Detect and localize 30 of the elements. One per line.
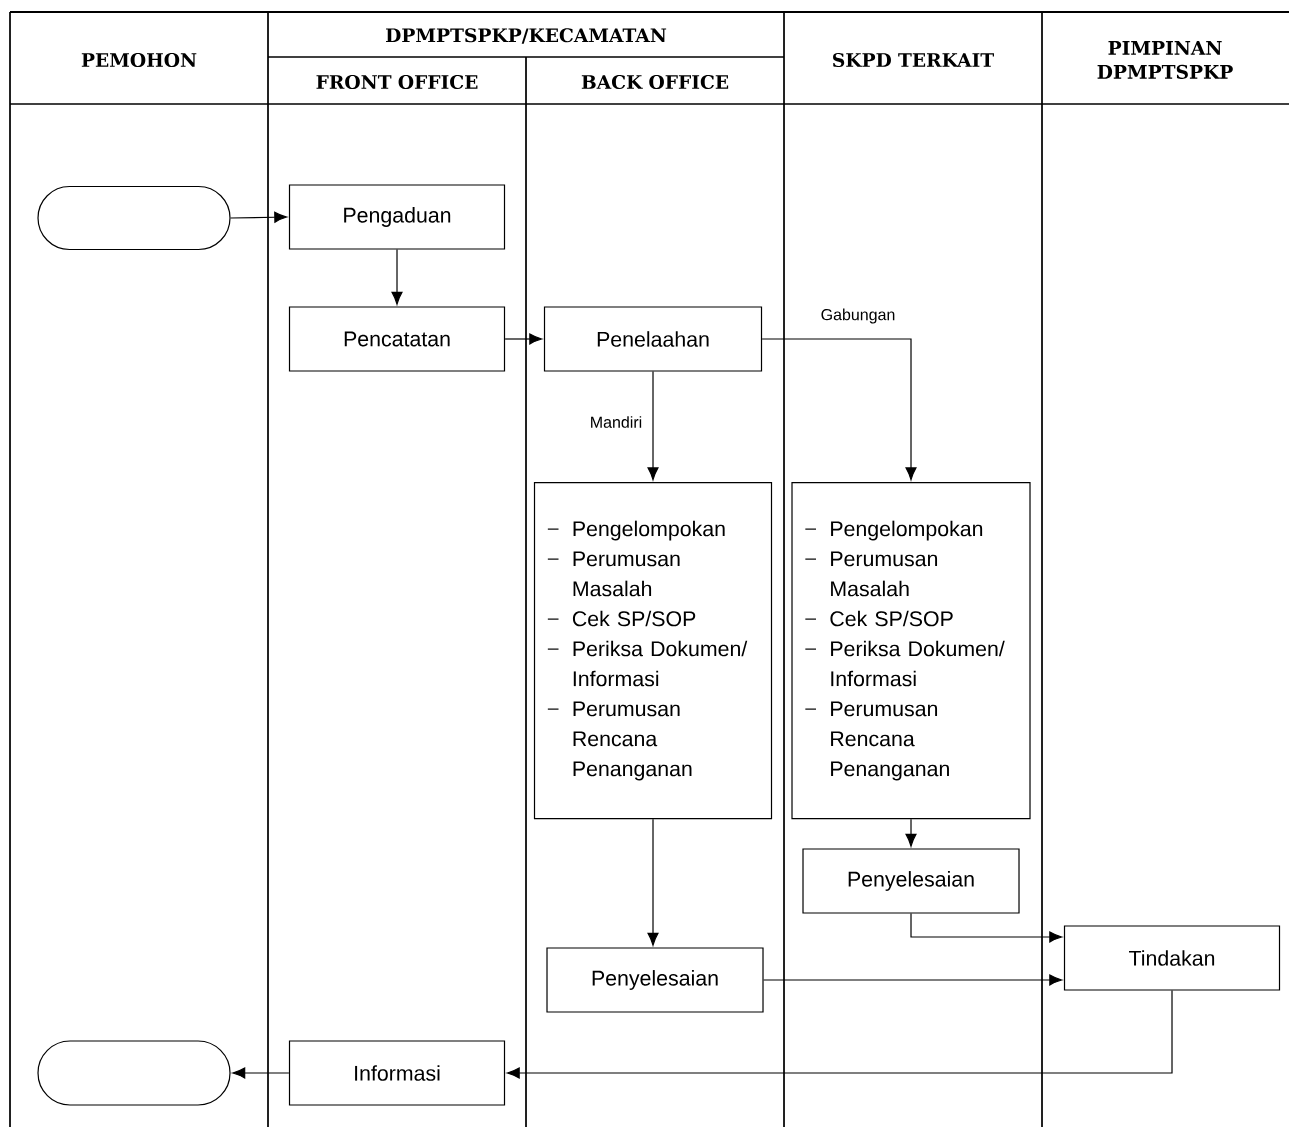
process-box: Penelaahan <box>543 306 763 372</box>
column-header: DPMPTSPKP/KECAMATAN <box>386 28 667 44</box>
process-box: Penyelesaian <box>546 947 764 1013</box>
arrow <box>232 1067 290 1079</box>
process-box: Tindakan <box>1063 925 1281 991</box>
process-box: Pencatatan <box>288 306 506 372</box>
list-box: Pengelompokan Perumusan Masalah Cek SP/SOP Periksa Dokumen/ Informasi Perumusan Rencana Penanganan <box>791 482 1031 820</box>
arrow <box>647 371 659 481</box>
arrow <box>905 818 917 847</box>
arrow <box>910 913 1063 943</box>
terminator-shape <box>37 185 231 251</box>
arrow <box>647 818 659 946</box>
arrow <box>391 249 403 305</box>
process-box: Informasi <box>288 1040 506 1106</box>
terminator-shape <box>37 1040 231 1106</box>
edge-label: Mandiri <box>588 414 644 430</box>
column-header: BACK OFFICE <box>581 74 729 90</box>
arrow <box>761 338 917 481</box>
column-header: FRONT OFFICE <box>316 74 478 90</box>
arrow <box>504 333 543 345</box>
edge-label: Gabungan <box>819 307 897 325</box>
arrow <box>230 211 288 223</box>
process-box: Penyelesaian <box>802 848 1020 914</box>
list-box: Pengelompokan Perumusan Masalah Cek SP/SOP Periksa Dokumen/ Informasi Perumusan Rencana Penanganan <box>533 482 773 820</box>
process-box: Pengaduan <box>288 184 506 250</box>
arrow <box>763 974 1063 986</box>
column-header: PIMPINAN DPMPTSPKP <box>1097 41 1233 79</box>
column-header: PEMOHON <box>81 52 197 68</box>
arrow <box>506 990 1173 1079</box>
column-header: SKPD TERKAIT <box>833 52 994 68</box>
